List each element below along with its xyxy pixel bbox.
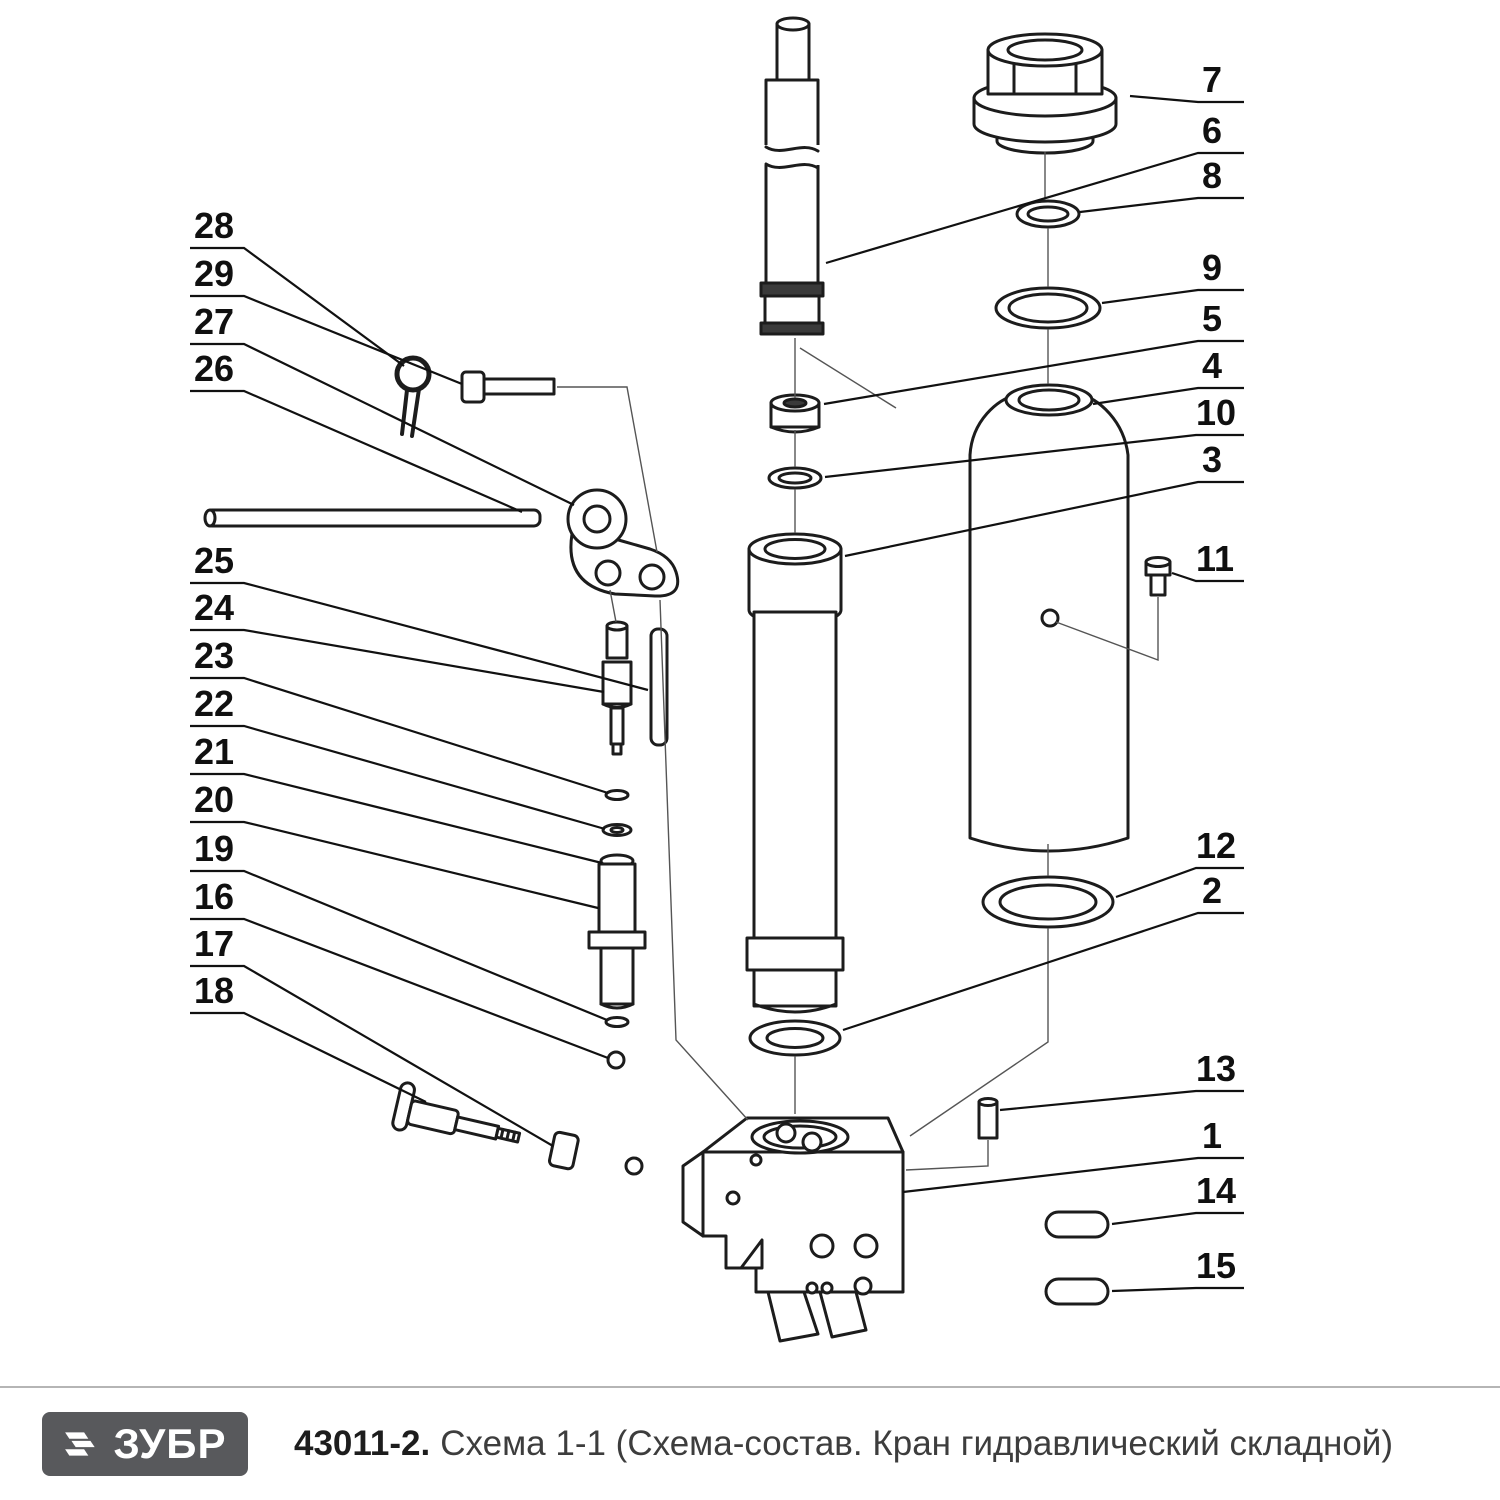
roller-15-part [1044, 1277, 1110, 1306]
inner-cylinder-part [745, 532, 845, 1014]
pin-13-part [977, 1097, 999, 1140]
leader-6 [825, 151, 1244, 265]
spring-plate-part [649, 627, 669, 747]
leader-19 [190, 869, 608, 1022]
diagram-caption: 43011-2.Схема 1-1 (Схема-состав. Кран ги… [294, 1424, 1393, 1464]
cap-nut-part [972, 32, 1118, 155]
assembly-axis-lines [557, 152, 1159, 1171]
callout-17: 17 [194, 923, 234, 964]
callout-13: 13 [1196, 1048, 1236, 1089]
leader-25 [190, 581, 649, 692]
leader-14 [1111, 1211, 1244, 1226]
callout-3: 3 [1202, 439, 1222, 480]
callout-9: 9 [1202, 247, 1222, 288]
ring-19-part [604, 1016, 630, 1028]
leader-11 [1171, 571, 1244, 583]
callout-5: 5 [1202, 298, 1222, 339]
zubr-logo-icon [65, 1432, 96, 1456]
leader-9 [1101, 288, 1244, 305]
leader-7 [1129, 94, 1244, 104]
callout-23: 23 [194, 635, 234, 676]
oil-plug-screw-part [1144, 556, 1172, 597]
callout-25: 25 [194, 540, 234, 581]
leader-4 [1092, 386, 1244, 406]
zubr-logo-text: ЗУБР [113, 1420, 227, 1467]
leader-5 [823, 339, 1244, 406]
ring-clip-part [394, 355, 432, 438]
zubr-logo: ЗУБР [42, 1412, 248, 1476]
callout-12: 12 [1196, 825, 1236, 866]
footer: ЗУБР 43011-2.Схема 1-1 (Схема-состав. Кр… [0, 1386, 1500, 1500]
diagram-title: Схема 1-1 (Схема-состав. Кран гидравличе… [440, 1424, 1394, 1463]
callout-2: 2 [1202, 870, 1222, 911]
callout-6: 6 [1202, 110, 1222, 151]
callout-14: 14 [1196, 1170, 1236, 1211]
callout-1: 1 [1202, 1115, 1222, 1156]
callout-15: 15 [1196, 1245, 1236, 1286]
handle-rod-part [203, 508, 542, 528]
o-ring-9-part [994, 286, 1102, 330]
leader-20 [190, 820, 599, 910]
callout-24: 24 [194, 587, 234, 628]
exploded-diagram: 7 6 8 9 5 4 10 3 11 12 2 13 1 14 15 28 2… [190, 16, 1244, 1343]
leader-13 [999, 1089, 1244, 1112]
leader-10 [824, 433, 1244, 479]
callout-4: 4 [1202, 345, 1222, 386]
o-ring-12-part [981, 875, 1115, 929]
leader-3 [844, 480, 1244, 558]
callout-21: 21 [194, 731, 234, 772]
callout-27: 27 [194, 301, 234, 342]
seal-washer-part [748, 1019, 842, 1057]
callout-26: 26 [194, 348, 234, 389]
leader-12 [1115, 866, 1244, 899]
leader-27 [190, 342, 575, 506]
o-ring-8-part [1015, 199, 1081, 229]
leader-24 [190, 628, 605, 694]
callout-10: 10 [1196, 392, 1236, 433]
ring-22-part [601, 823, 633, 837]
o-ring-10-part [767, 466, 823, 490]
leader-21 [190, 772, 603, 865]
leader-28 [190, 246, 405, 367]
diagram-canvas: 7 6 8 9 5 4 10 3 11 12 2 13 1 14 15 28 2… [190, 16, 1244, 1343]
bolt-29-part [460, 370, 556, 404]
callout-7: 7 [1202, 59, 1222, 100]
callout-22: 22 [194, 683, 234, 724]
callout-8: 8 [1202, 155, 1222, 196]
callout-19: 19 [194, 828, 234, 869]
leader-17 [190, 964, 554, 1147]
callout-18: 18 [194, 970, 234, 1011]
pump-piston-part [587, 853, 647, 1010]
callout-11: 11 [1196, 538, 1234, 579]
guide-bushing-part [769, 393, 821, 434]
leader-8 [1079, 196, 1244, 214]
leader-26 [190, 389, 523, 514]
leader-22 [190, 724, 606, 831]
handle-socket-part [566, 488, 680, 598]
leader-29 [190, 294, 463, 386]
release-ball-part [624, 1156, 644, 1176]
leader-15 [1111, 1286, 1244, 1293]
pump-plunger-part [759, 16, 825, 336]
valve-stack-part [601, 620, 633, 756]
base-block-part [681, 1116, 905, 1343]
callout-20: 20 [194, 779, 234, 820]
leader-23 [190, 676, 609, 795]
ring-23-part [604, 789, 630, 801]
leader-16 [190, 917, 609, 1060]
outer-cylinder-part [968, 383, 1130, 853]
roller-14-part [1044, 1210, 1110, 1239]
callout-28: 28 [194, 205, 234, 246]
callout-29: 29 [194, 253, 234, 294]
ball-16-part [606, 1050, 626, 1070]
leader-1 [902, 1156, 1244, 1194]
leader-2 [842, 911, 1244, 1032]
sleeve-17-part [547, 1130, 580, 1171]
part-number: 43011-2. [294, 1424, 431, 1463]
leader-18 [190, 1011, 427, 1103]
callout-16: 16 [194, 876, 234, 917]
